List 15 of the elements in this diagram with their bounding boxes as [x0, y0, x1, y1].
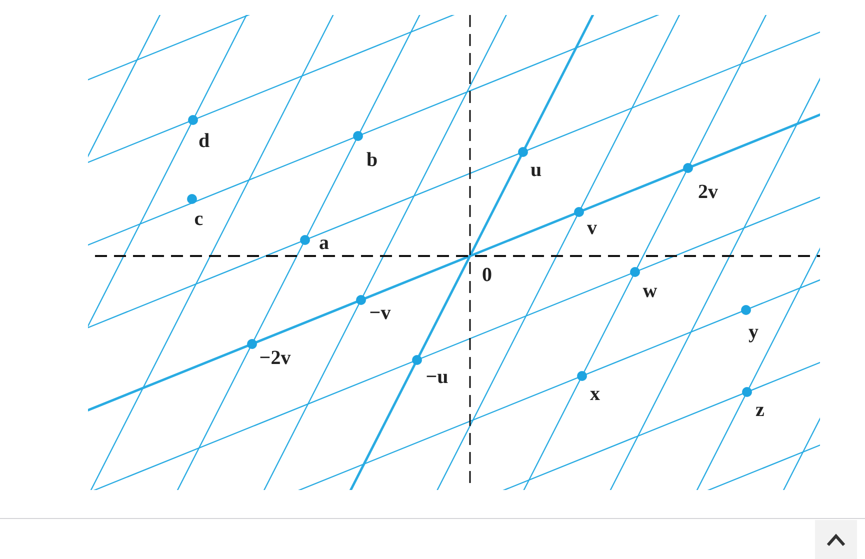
point-label: −v	[369, 303, 391, 323]
point-label: w	[642, 281, 658, 301]
point-label: d	[198, 131, 210, 151]
point-label: 0	[482, 265, 492, 285]
point-label: 2v	[698, 182, 718, 202]
point-label: a	[319, 233, 329, 253]
point-label: −2v	[259, 348, 291, 368]
point-label: z	[756, 400, 764, 420]
point-label: u	[530, 160, 542, 180]
point-label: b	[366, 150, 378, 170]
point-label: v	[587, 218, 597, 238]
point-label: x	[590, 384, 600, 404]
point-label: c	[194, 209, 204, 229]
point-label: −u	[426, 367, 448, 387]
point-label: y	[748, 322, 758, 342]
